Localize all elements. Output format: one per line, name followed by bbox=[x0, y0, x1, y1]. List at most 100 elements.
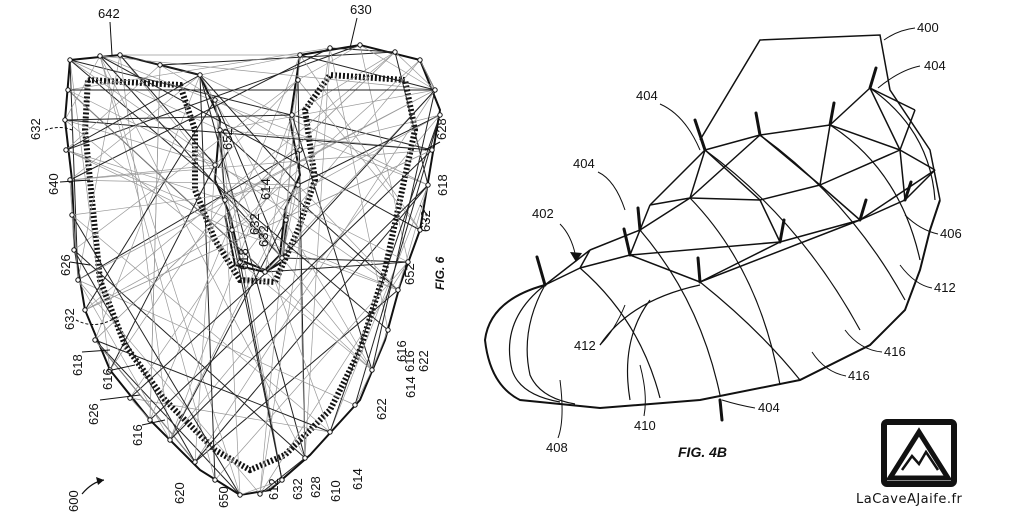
ref-618-a: 618 bbox=[435, 174, 450, 196]
fig6-mesh-strand bbox=[304, 47, 331, 459]
fig6-mesh-strand bbox=[281, 257, 409, 263]
fig6-mesh-strand bbox=[159, 51, 396, 66]
fig6-mesh-strand bbox=[73, 249, 196, 463]
fig6-node bbox=[352, 402, 358, 408]
ref-616-b: 616 bbox=[100, 368, 115, 390]
fig6-node bbox=[65, 87, 71, 93]
fig6-node bbox=[369, 367, 375, 373]
fig4b-mesh-strand bbox=[819, 184, 861, 221]
ref-630: 630 bbox=[350, 2, 372, 17]
fig6-mesh-strand bbox=[94, 339, 196, 463]
fig4b-mesh-strand bbox=[699, 219, 861, 283]
fig6-mesh-strand bbox=[329, 114, 441, 433]
fig4b-mesh-strand bbox=[869, 87, 901, 151]
watermark-text: LaCaveAJaife.fr bbox=[856, 492, 963, 507]
fig4b-pin bbox=[718, 398, 724, 422]
fig6-mesh-strand bbox=[291, 114, 373, 371]
fig4b-panel-curve bbox=[704, 149, 861, 331]
fig6-mesh-strand bbox=[94, 339, 241, 496]
watermark-logo-frame bbox=[881, 419, 957, 487]
fig4b-mesh-strand bbox=[829, 87, 871, 126]
fig6-caption: FIG. 6 bbox=[433, 256, 447, 290]
fig6-mesh-strand bbox=[239, 184, 299, 263]
fig6-mesh-strand bbox=[73, 79, 299, 251]
fig6-node bbox=[257, 491, 263, 497]
fig6-mesh-strand bbox=[359, 44, 436, 91]
fig6-node bbox=[302, 455, 308, 461]
fig6-node bbox=[82, 307, 88, 313]
fig4b-pins bbox=[535, 66, 913, 422]
fig6-mesh-strand bbox=[219, 89, 436, 131]
fig6-mesh-strand bbox=[169, 184, 429, 441]
fig6-node bbox=[279, 255, 285, 261]
fig6-mesh-strand bbox=[169, 219, 287, 441]
fig6-mesh-strand bbox=[354, 369, 373, 406]
ref-614-b: 614 bbox=[403, 376, 418, 398]
fig6-mesh-strand bbox=[281, 149, 301, 259]
fig4b-mesh-strand bbox=[899, 149, 906, 201]
fig6-mesh-strand bbox=[169, 114, 441, 441]
fig6-mesh-strand bbox=[394, 51, 436, 91]
fig4b-panel-curve bbox=[699, 281, 801, 381]
ref-600: 600 bbox=[66, 490, 81, 512]
ref-650: 650 bbox=[216, 486, 231, 508]
fig4b-mesh-strand bbox=[689, 149, 706, 199]
fig6-mesh-strand bbox=[299, 54, 421, 231]
ref-642: 642 bbox=[98, 6, 120, 21]
fig6-mesh-strand bbox=[67, 89, 373, 371]
fig4b-mesh-strand bbox=[544, 267, 581, 286]
fig6-node bbox=[297, 52, 303, 58]
fig6-mesh-strand bbox=[259, 47, 331, 495]
fig6-node bbox=[222, 197, 228, 203]
fig6-node bbox=[229, 227, 235, 233]
fig6-mesh-strand bbox=[64, 119, 433, 151]
fig4b-mesh-strand bbox=[629, 254, 701, 283]
ref-404-d: 404 bbox=[758, 400, 780, 415]
fig6-mesh-strand bbox=[281, 89, 436, 259]
fig6-node bbox=[192, 459, 198, 465]
fig4b-panel-curve bbox=[579, 267, 661, 399]
ref-632-b: 632 bbox=[247, 213, 262, 235]
fig4b-mesh-strand bbox=[649, 197, 691, 206]
fig4b-drawing bbox=[483, 34, 941, 410]
fig6-mesh-strand bbox=[224, 199, 241, 496]
fig4b-mesh-strand bbox=[704, 149, 761, 201]
fig6-mesh-strand bbox=[69, 47, 331, 181]
fig4b-mesh-lines bbox=[544, 87, 936, 399]
ref-610: 610 bbox=[328, 480, 343, 502]
fig4b-mesh-strand bbox=[819, 149, 901, 186]
ref-620: 620 bbox=[172, 482, 187, 504]
fig4b-mesh-strand bbox=[759, 199, 781, 243]
fig6-mesh-strand bbox=[69, 59, 433, 151]
fig4b-mesh-strand bbox=[649, 149, 706, 206]
fig4b-collar bbox=[699, 34, 941, 201]
fig6-outer-outline bbox=[63, 43, 442, 497]
fig4b-pin bbox=[858, 198, 868, 222]
fig6-mesh-strand bbox=[65, 149, 226, 201]
fig6-mesh-strand bbox=[297, 184, 306, 459]
fig6-mesh-strand bbox=[297, 114, 441, 186]
fig6-drawing bbox=[63, 43, 442, 497]
fig6-node bbox=[392, 49, 398, 55]
fig4b-mesh-strand bbox=[859, 169, 936, 221]
ref-632-f: 632 bbox=[290, 478, 305, 500]
fig6-mesh-strand bbox=[169, 114, 293, 441]
fig4b-caption: FIG. 4B bbox=[678, 444, 727, 460]
fig4b-mesh-strand bbox=[829, 124, 901, 151]
fig6-mesh-strand bbox=[69, 149, 433, 181]
ref-618-b: 618 bbox=[236, 248, 251, 270]
fig6-mesh-strand bbox=[329, 184, 429, 433]
fig6-mesh-strand bbox=[194, 289, 399, 463]
fig4b-pin bbox=[636, 206, 642, 232]
ref-412-a: 412 bbox=[934, 280, 956, 295]
fig6-node bbox=[197, 72, 203, 78]
fig6-mesh-strand bbox=[199, 74, 306, 459]
fig6-mesh-strand bbox=[219, 129, 331, 433]
fig4b-labels: 400 404 404 404 402 406 412 412 416 416 … bbox=[532, 20, 962, 455]
fig6-node bbox=[357, 42, 363, 48]
fig6-mesh-strand bbox=[69, 59, 389, 331]
fig6-mesh-strand bbox=[199, 54, 301, 76]
fig4b-mesh-strand bbox=[869, 87, 916, 111]
ref-626-b: 626 bbox=[86, 403, 101, 425]
fig6-node bbox=[71, 247, 77, 253]
